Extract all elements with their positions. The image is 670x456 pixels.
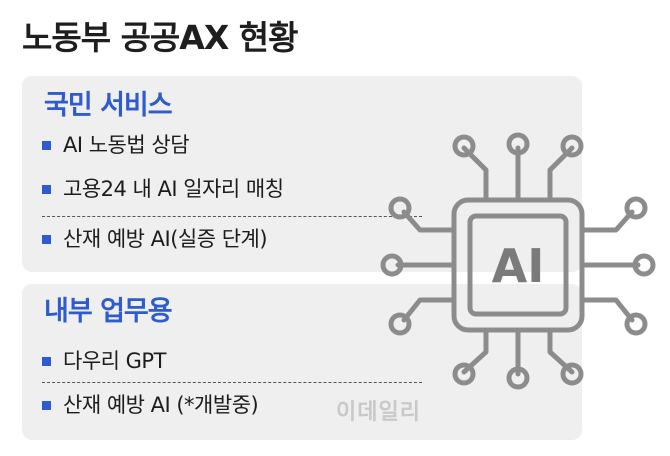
list-item: AI 노동법 상담 xyxy=(42,132,190,158)
bullet-square-icon xyxy=(42,140,51,150)
list-item-label: 고용24 내 AI 일자리 매칭 xyxy=(63,177,284,201)
watermark: 이데일리 xyxy=(336,400,421,425)
chip-label: AI xyxy=(492,239,545,293)
section-heading: 국민 서비스 xyxy=(44,90,173,121)
page-title: 노동부 공공AX 현황 xyxy=(22,18,298,57)
list-item: 고용24 내 AI 일자리 매칭 xyxy=(42,176,284,202)
section-internal-use: 내부 업무용 다우리 GPT 산재 예방 AI (*개발중) xyxy=(22,284,582,440)
bullet-square-icon xyxy=(42,356,51,366)
section-public-services: 국민 서비스 AI 노동법 상담 고용24 내 AI 일자리 매칭 산재 예방 … xyxy=(22,76,582,272)
list-item: 산재 예방 AI (*개발중) xyxy=(42,392,259,418)
list-item-label: 산재 예방 AI (*개발중) xyxy=(63,393,259,417)
section-heading: 내부 업무용 xyxy=(44,296,173,327)
ai-chip-icon: AI xyxy=(380,132,656,390)
divider xyxy=(42,382,422,383)
divider xyxy=(42,216,422,217)
bullet-square-icon xyxy=(42,184,51,194)
bullet-square-icon xyxy=(42,234,51,244)
list-item: 산재 예방 AI(실증 단계) xyxy=(42,226,268,252)
list-item-label: 다우리 GPT xyxy=(63,349,166,373)
list-item-label: AI 노동법 상담 xyxy=(63,133,190,157)
list-item: 다우리 GPT xyxy=(42,348,166,374)
bullet-square-icon xyxy=(42,400,51,410)
list-item-label: 산재 예방 AI(실증 단계) xyxy=(63,227,268,251)
